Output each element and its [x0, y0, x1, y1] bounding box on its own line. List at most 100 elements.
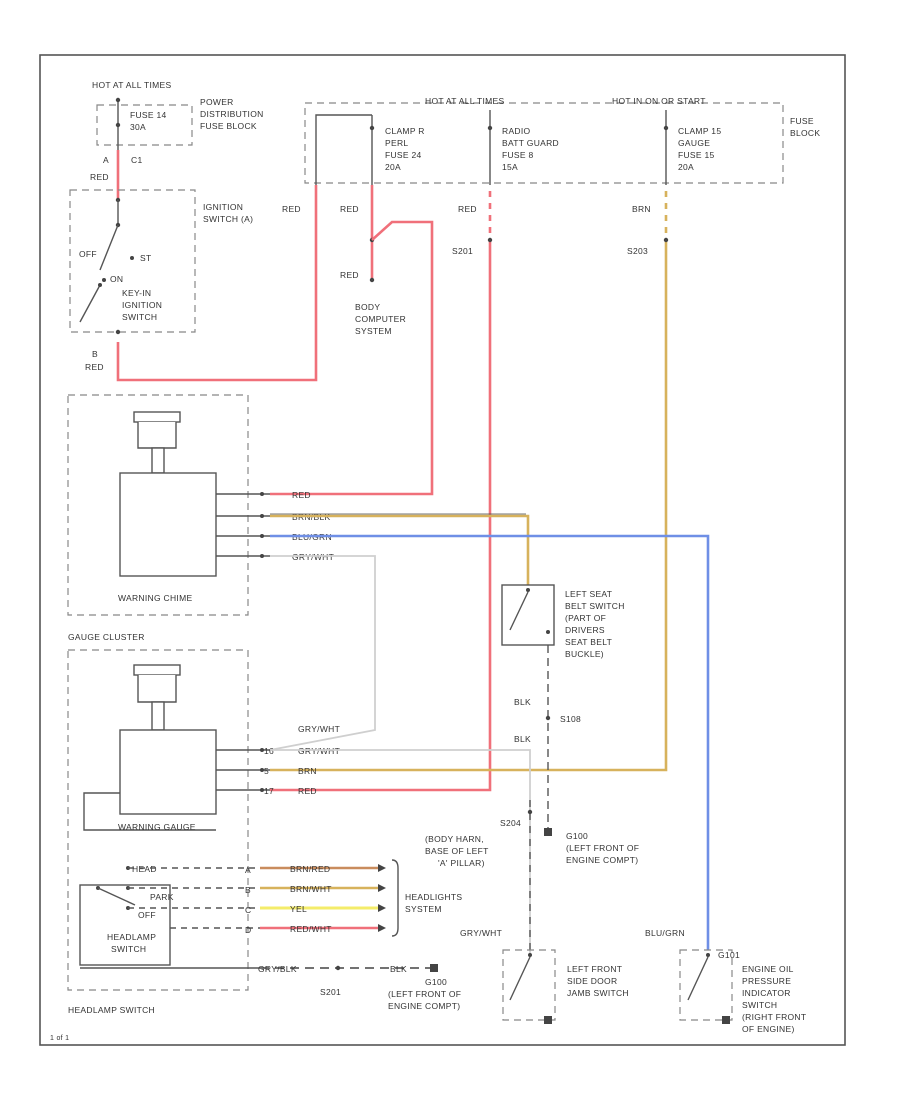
headlamp-switch-outline [79, 884, 171, 966]
gry-blk-label: GRY/BLK [258, 964, 297, 974]
chime-speaker-neck [151, 447, 165, 474]
chime-pin-2 [260, 514, 264, 518]
gauge-pin-16-label: 16 [264, 746, 274, 756]
clamp-15-label: CLAMP 15 [678, 126, 721, 136]
hl-arrow-2 [378, 884, 386, 892]
fuse-14-top-dot [115, 97, 121, 103]
headlamp-switch-label-2: SWITCH [111, 944, 146, 954]
door-switch-ground [544, 1016, 552, 1024]
seat-belt-label-5: SEAT BELT [565, 637, 612, 647]
ignition-on-dot [102, 278, 106, 282]
g100-2-label-2: (LEFT FRONT OF [388, 989, 461, 999]
seat-belt-switch-box [501, 584, 555, 646]
gauge-internal-bus [83, 792, 216, 831]
seat-belt-bottom-dot [546, 630, 550, 634]
headlamp-switch-blade [97, 887, 136, 906]
gauge-pin-17-label: 17 [264, 786, 274, 796]
clamp-r-label-4: 20A [385, 162, 401, 172]
oil-switch-label-2: PRESSURE [742, 976, 791, 986]
clamp-15-label-4: 20A [678, 162, 694, 172]
blk-label-2: BLK [514, 734, 531, 744]
gauge-pin-1 [260, 748, 264, 752]
s204-label-3: BASE OF LEFT [425, 846, 489, 856]
gauge-speaker-neck [151, 701, 165, 731]
ignition-pin-b-label: B [92, 349, 98, 359]
oil-switch-box [679, 949, 733, 1021]
radio-label-3: FUSE 8 [502, 150, 534, 160]
diagram-code-label: 1 of 1 [50, 1035, 69, 1042]
key-in-label-2: IGNITION [122, 300, 162, 310]
red-wire-label-3: RED [282, 204, 301, 214]
body-computer-label: BODY [355, 302, 380, 312]
hl-arrow-1 [378, 864, 386, 872]
hl-pin-a: A [245, 865, 251, 875]
gry-wht-wire-chime-to-gauge [269, 555, 376, 751]
key-in-switch-blade [79, 284, 101, 323]
ignition-st-dot [130, 256, 134, 260]
fuse-14-label: FUSE 14 [130, 110, 167, 120]
oil-switch-label: ENGINE OIL [742, 964, 794, 974]
red-wire-fuse8-to-gauge [270, 185, 492, 792]
headlights-label-2: SYSTEM [405, 904, 442, 914]
hl-pin-b: B [245, 885, 251, 895]
body-computer-label-3: SYSTEM [355, 326, 392, 336]
gauge-cluster-box [67, 649, 249, 991]
clamp-r-label-3: FUSE 24 [385, 150, 422, 160]
door-switch-box [502, 949, 556, 1021]
chime-gry-wht-label: GRY/WHT [292, 552, 334, 562]
chime-module-box [119, 472, 217, 577]
gry-wht-wire-to-door-switch [270, 749, 531, 955]
blk-label-3: BLK [390, 964, 407, 974]
diagram-frame [39, 54, 846, 1046]
hl-arrow-4 [378, 924, 386, 932]
g100-label-2: (LEFT FRONT OF [566, 843, 639, 853]
park-label: PARK [150, 892, 174, 902]
s204-label: S204 [500, 818, 521, 828]
seat-belt-label-6: BUCKLE) [565, 649, 604, 659]
radio-label-4: 15A [502, 162, 518, 172]
fuse-14-amp-label: 30A [130, 122, 146, 132]
hs-off-label: OFF [138, 910, 156, 920]
door-switch-top-dot [528, 953, 532, 957]
power-distribution-fuse-block [96, 104, 193, 146]
g100-label-3: ENGINE COMPT) [566, 855, 638, 865]
hl-pin-d: D [245, 925, 251, 935]
seat-belt-label-2: BELT SWITCH [565, 601, 625, 611]
gauge-red-label: RED [298, 786, 317, 796]
hl-brn-red-label: BRN/RED [290, 864, 330, 874]
g100-2-ground-symbol [430, 964, 438, 972]
chime-speaker-rim [133, 411, 181, 423]
c1-pin-label: A [103, 155, 109, 165]
seat-belt-switch-blade [509, 591, 529, 631]
oil-switch-label-5: (RIGHT FRONT [742, 1012, 806, 1022]
headlights-label: HEADLIGHTS [405, 892, 462, 902]
hl-brn-wht-label: BRN/WHT [290, 884, 332, 894]
g100-2-label: G100 [425, 977, 447, 987]
head-label: HEAD [132, 864, 157, 874]
power-dist-label: POWER [200, 97, 234, 107]
ignition-on-label: ON [110, 274, 123, 284]
door-switch-blade [509, 956, 531, 1001]
clamp-15-label-2: GAUGE [678, 138, 710, 148]
red-wire-label-2: RED [85, 362, 104, 372]
warning-gauge-label: WARNING GAUGE [118, 822, 196, 832]
s204-dot [527, 809, 533, 815]
gauge-pin-3 [260, 788, 264, 792]
radio-label: RADIO [502, 126, 531, 136]
oil-switch-conn-label: G101 [718, 950, 740, 960]
door-switch-label: LEFT FRONT [567, 964, 622, 974]
splice-s203b-dot [663, 237, 669, 243]
gauge-pin-2 [260, 768, 264, 772]
chime-pin-4 [260, 554, 264, 558]
gauge-gry-wht-label-1: GRY/WHT [298, 724, 340, 734]
red-wire-to-warning-chime [270, 220, 434, 496]
s201b-label: S201 [320, 987, 341, 997]
s201b-dot [335, 965, 341, 971]
red-wire-label-1: RED [90, 172, 109, 182]
chime-speaker-body [137, 422, 177, 449]
s204-label-4: 'A' PILLAR) [438, 858, 485, 868]
fuse-block-box [304, 102, 784, 184]
body-computer-dot [369, 277, 375, 283]
blu-grn-wire-to-oil-switch [270, 534, 710, 950]
